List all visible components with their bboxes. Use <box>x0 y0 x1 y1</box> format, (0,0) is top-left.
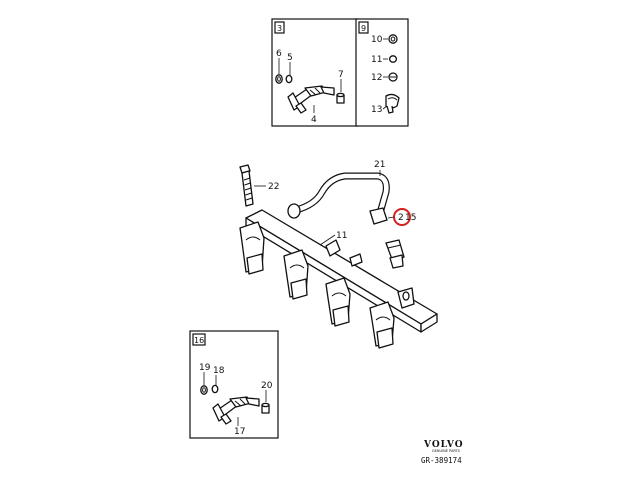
inset-box-3-number: 3 <box>277 24 282 33</box>
label-4: 4 <box>311 115 317 125</box>
label-15: 15 <box>405 213 416 223</box>
label-7: 7 <box>338 70 344 80</box>
label-21: 21 <box>374 160 385 170</box>
main-assembly: 22 21 <box>239 160 438 349</box>
label-10: 10 <box>371 35 383 45</box>
label-11-rail: 11 <box>336 231 347 241</box>
label-19: 19 <box>199 363 211 373</box>
label-2: 2 <box>398 213 404 223</box>
inset-box-9: 9 10 11 12 13 <box>355 18 409 127</box>
inset-box-9-number: 9 <box>361 24 366 33</box>
label-12: 12 <box>371 73 382 83</box>
brand-subtitle: GENUINE PARTS <box>432 449 461 453</box>
inset-box-16: 16 19 18 20 17 <box>189 330 279 439</box>
pressure-sensor-15 <box>385 239 405 269</box>
bolt-22 <box>239 164 254 207</box>
label-17: 17 <box>234 427 245 437</box>
diagram-code: GR-389174 <box>421 456 462 465</box>
inset-box-3: 3 6 5 7 4 <box>271 18 359 127</box>
brand-block: VOLVO GENUINE PARTS GR-389174 <box>421 440 464 465</box>
label-13: 13 <box>371 105 382 115</box>
label-11: 11 <box>371 55 382 65</box>
fuel-rail-11 <box>239 209 438 349</box>
fuel-pipe-21 <box>287 172 390 225</box>
label-20: 20 <box>261 381 273 391</box>
brand-name: VOLVO <box>423 440 464 450</box>
label-5: 5 <box>287 53 293 63</box>
label-22: 22 <box>268 182 279 192</box>
label-18: 18 <box>213 366 225 376</box>
inset-box-16-number: 16 <box>194 336 204 345</box>
label-6: 6 <box>276 49 282 59</box>
